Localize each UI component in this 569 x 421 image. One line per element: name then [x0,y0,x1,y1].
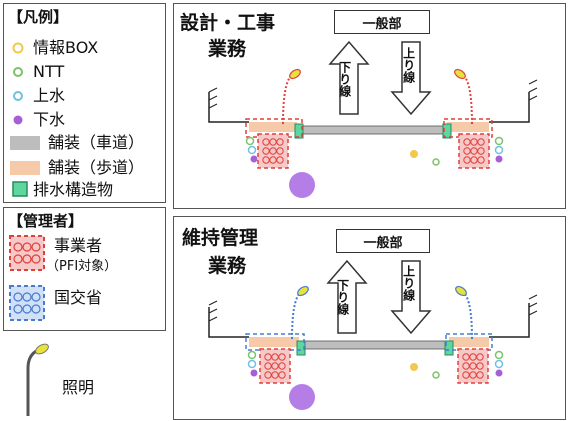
right-light-head [454,68,466,80]
roadway [296,125,448,135]
right-ground-line [489,92,530,123]
legend-label-drainage: 排水構造物 [33,180,114,199]
panel2-down-label: 下り線 [335,279,350,315]
legend-symbols [10,42,40,197]
left-conduit-block [257,133,289,169]
left-light-head [289,68,301,80]
sewer-symbol [13,115,23,125]
panel1-down-label: 下り線 [337,61,352,97]
drainage-structure-symbol [12,181,28,197]
legend-label-info-box: 情報BOX [33,38,99,57]
legend-label-water-supply: 上水 [33,86,66,105]
right-conduit-block [457,348,489,384]
operator-sublabel: （PFI対象） [46,259,118,274]
legend-title: 【凡例】 [8,8,69,26]
info-box-symbol [12,42,24,54]
water-supply-symbol [13,91,23,101]
left-drain [294,123,304,139]
panel2-title-line2: 業務 [208,255,247,277]
panel2-up-label: 上り線 [401,265,416,301]
panel2-general-section-box: 一般部 [336,229,430,253]
lamp-head [35,343,49,355]
managers-panel: 【管理者】 事業者 （PFI対象） 国交省 [3,207,166,331]
light-legend-symbol [26,343,49,416]
right-light-pole [463,75,473,125]
legend-label-sidewalk: 舗装（歩道） [48,158,145,177]
right-drain [442,123,452,139]
ministry-symbol [9,285,45,321]
operator-symbol [9,235,45,271]
left-ministry-zone [245,333,305,351]
panel2-cross-section [208,259,538,410]
info-box-marker [410,150,418,158]
panel1-title-line1: 設計・工事 [180,12,276,34]
lamp-pole [26,348,39,416]
left-ground-line [208,92,249,123]
maintenance-panel: 維持管理 業務 一般部 [173,216,566,420]
managers-symbols [9,235,45,321]
right-conduit-block [458,133,490,169]
legend-panel: 【凡例】 情報BOX NTT 上水 下水 舗装（車道） 舗装（歩道） 排水構造物 [3,3,166,203]
sewer-main [289,172,315,198]
sidewalk-paving-symbol [10,161,40,175]
panel2-title-line1: 維持管理 [182,227,259,249]
light-label: 照明 [62,378,95,397]
left-sidewalk [249,122,297,132]
panel1-general-section-box: 一般部 [334,10,430,34]
left-light-pole [291,292,301,340]
ntt-symbol [13,67,23,77]
panel1-cross-section [208,40,538,198]
left-conduit-block [259,348,291,384]
panel1-up-label: 上り線 [401,47,416,83]
down-lane-arrow [326,259,368,334]
right-light-pole [463,292,473,340]
up-lane-arrow [390,41,432,116]
roadway-paving-symbol [10,136,40,150]
up-lane-arrow [390,260,432,335]
legend-label-roadway: 舗装（車道） [48,133,145,152]
managers-title: 【管理者】 [8,212,84,230]
right-operator-zone [443,118,493,138]
down-lane-arrow [328,40,370,115]
design-construction-panel: 設計・工事 業務 一般部 [173,3,566,209]
legend-label-ntt: NTT [33,62,65,81]
operator-label: 事業者 [54,236,103,255]
panel1-title-line2: 業務 [208,38,247,60]
ministry-label: 国交省 [54,288,103,307]
right-sidewalk [447,122,489,132]
legend-label-sewer: 下水 [33,110,66,129]
left-light-pole [282,75,292,125]
